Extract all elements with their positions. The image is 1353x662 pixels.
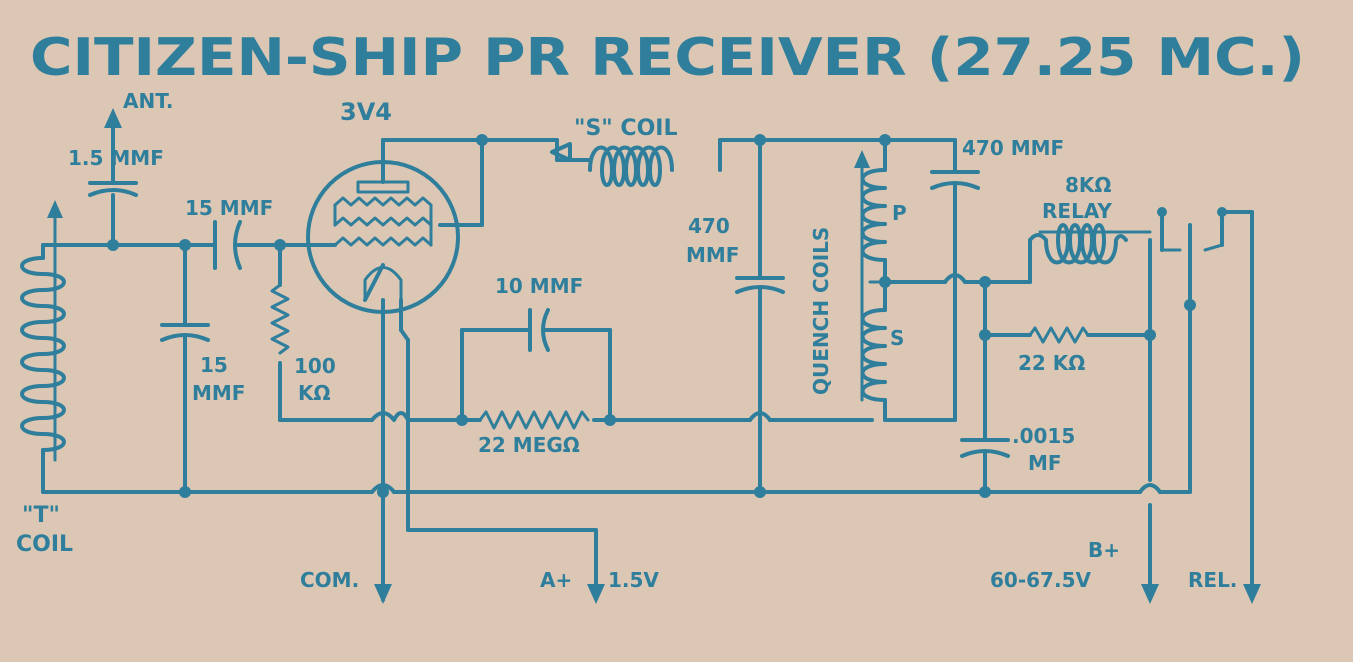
relay-contacts xyxy=(1157,207,1254,592)
capacitor-0015 xyxy=(960,438,1010,494)
com-label: COM. xyxy=(300,568,359,592)
a-plus-arrow-icon xyxy=(587,584,605,604)
s-coil xyxy=(550,138,762,187)
cap-10-label: 10 MMF xyxy=(495,274,583,298)
capacitor-10mmf xyxy=(460,308,612,422)
series-capacitor-15 xyxy=(213,220,314,270)
a-volts-label: 1.5V xyxy=(608,568,659,592)
resistor-22k xyxy=(983,326,1152,344)
res-100k-label-2: KΩ xyxy=(298,381,331,405)
grid-resistor-100k xyxy=(270,243,374,422)
b-plus-label: B+ xyxy=(1088,538,1120,562)
quench-p-label: P xyxy=(892,201,907,225)
capacitor-470-vertical xyxy=(735,138,785,494)
b-volts-label: 60-67.5V xyxy=(990,568,1091,592)
rel-arrow-icon xyxy=(1243,584,1261,604)
antenna-cap-label: 1.5 MMF xyxy=(68,146,164,170)
shunt-cap-label-1: 15 xyxy=(200,353,228,377)
resistor-22meg xyxy=(460,410,752,430)
res-100k-label-1: 100 xyxy=(294,354,336,378)
a-plus-label: A+ xyxy=(540,568,572,592)
cap-470-top-label: 470 MMF xyxy=(962,136,1064,160)
cap-0015-label-2: MF xyxy=(1028,451,1062,475)
shunt-capacitor-15 xyxy=(160,243,210,494)
shunt-cap-label-2: MMF xyxy=(192,381,245,405)
series-cap-label: 15 MMF xyxy=(185,196,273,220)
res-22k-label: 22 KΩ xyxy=(1018,351,1085,375)
t-coil-label-1: "T" xyxy=(22,503,60,528)
relay-label: RELAY xyxy=(1042,199,1112,223)
s-coil-label: "S" COIL xyxy=(574,116,677,141)
tube-label: 3V4 xyxy=(340,98,392,126)
relay-coil xyxy=(1028,223,1152,592)
cap-470-label-1: 470 xyxy=(688,214,730,238)
relay-ohms-label: 8KΩ xyxy=(1065,173,1111,197)
antenna-capacitor xyxy=(88,108,138,247)
b-plus-arrow-icon xyxy=(1141,584,1159,604)
quench-coils-label: QUENCH COILS xyxy=(809,227,833,395)
capacitor-470-top xyxy=(883,138,980,422)
res-22meg-label: 22 MEGΩ xyxy=(478,433,580,457)
com-arrow-icon xyxy=(374,584,392,604)
t-coil xyxy=(20,200,66,494)
t-coil-label-2: COIL xyxy=(16,532,73,557)
rel-label: REL. xyxy=(1188,568,1237,592)
cap-0015-label-1: .0015 xyxy=(1012,424,1075,448)
schematic-title: CITIZEN-SHIP PR RECEIVER (27.25 MC.) xyxy=(30,28,1305,88)
quench-coils xyxy=(854,138,891,422)
antenna-label: ANT. xyxy=(123,89,173,113)
quench-s-label: S xyxy=(890,326,904,350)
cap-470-label-2: MMF xyxy=(686,243,739,267)
vacuum-tube-3v4 xyxy=(306,160,460,314)
